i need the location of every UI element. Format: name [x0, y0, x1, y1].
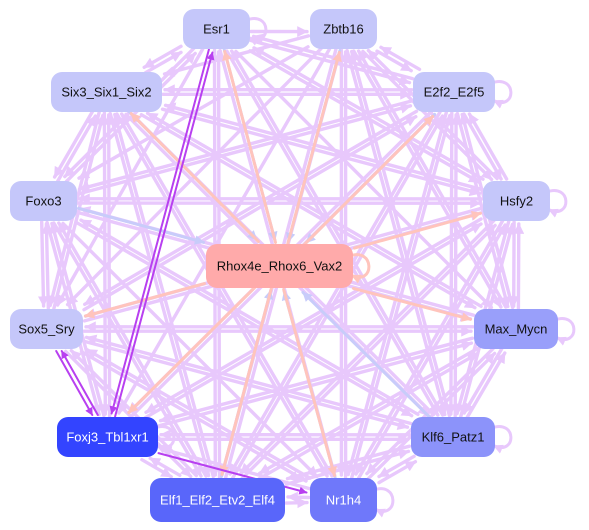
self-loop-hsfy2	[545, 189, 568, 218]
self-loops-layer	[153, 17, 576, 518]
node-klf6[interactable]: Klf6_Patz1	[411, 417, 495, 457]
edge-klf6-to-zbtb16	[348, 49, 452, 418]
edge-nr1h4-to-elf1	[286, 491, 311, 503]
edge-e2f2-to-sox5	[82, 109, 419, 306]
edge-sox5-to-foxj3	[55, 350, 94, 416]
edge-klf6-to-elf1	[285, 444, 412, 482]
node-foxo3[interactable]: Foxo3	[10, 181, 77, 221]
self-loop-klf6	[490, 425, 513, 454]
edges-layer	[37, 26, 525, 509]
edge-sox5-to-foxo3	[41, 222, 53, 310]
node-box	[310, 9, 377, 49]
edge-rhox-to-hsfy2	[353, 210, 482, 250]
node-zbtb16[interactable]: Zbtb16	[310, 9, 377, 49]
node-box	[411, 417, 495, 457]
self-loop-esr1	[245, 17, 268, 46]
self-loop-foxj3	[153, 425, 176, 454]
edge-six3-to-max	[139, 112, 477, 310]
node-nr1h4[interactable]: Nr1h4	[310, 478, 377, 522]
edge-foxo3-to-six3	[56, 114, 98, 183]
node-foxj3[interactable]: Foxj3_Tbl1xr1	[57, 417, 158, 457]
self-loop-rhox	[348, 253, 371, 284]
edge-nr1h4-to-six3	[119, 112, 334, 478]
edge-rhox-to-sox5	[84, 282, 206, 319]
edge-sox5-to-six3	[52, 113, 106, 311]
edge-sox5-to-e2f2	[82, 114, 418, 312]
edge-nr1h4-to-max	[366, 351, 497, 481]
edge-e2f2-to-elf1	[228, 110, 442, 476]
edge-nr1h4-to-klf6	[377, 460, 418, 485]
edge-rhox-to-zbtb16	[286, 51, 342, 245]
node-esr1[interactable]: Esr1	[183, 9, 250, 49]
edge-hsfy2-to-e2f2	[467, 112, 509, 181]
node-box	[10, 181, 77, 221]
edge-foxo3-to-sox5	[37, 220, 49, 308]
edge-nr1h4-to-sox5	[85, 348, 312, 480]
node-hsfy2[interactable]: Hsfy2	[483, 181, 550, 221]
edge-foxj3-to-hsfy2	[143, 222, 483, 420]
edge-klf6-to-nr1h4	[377, 454, 416, 479]
edge-rhox-to-six3	[129, 112, 260, 244]
edge-elf1-to-e2f2	[230, 114, 445, 480]
node-max[interactable]: Max_Mycn	[474, 309, 558, 349]
edge-max-to-foxj3	[158, 336, 475, 424]
edge-klf6-to-max	[465, 351, 507, 419]
edge-esr1-to-e2f2	[248, 38, 412, 86]
node-sox5[interactable]: Sox5_Sry	[10, 309, 83, 349]
edge-zbtb16-to-foxj3	[117, 47, 332, 415]
edge-foxj3-to-esr1	[114, 51, 215, 418]
self-loop-e2f2	[490, 80, 513, 109]
edge-rhox-to-max	[352, 286, 472, 322]
edge-foxo3-to-rhox	[77, 206, 205, 245]
edge-foxj3-to-six3	[103, 113, 115, 418]
edge-e2f2-to-zbtb16	[379, 45, 422, 72]
edge-klf6-to-esr1	[229, 49, 445, 417]
edge-klf6-to-foxo3	[79, 218, 420, 416]
node-box	[310, 478, 377, 522]
edge-esr1-to-six3	[142, 44, 183, 70]
node-e2f2[interactable]: E2f2_E2f5	[413, 72, 495, 112]
edge-nr1h4-to-e2f2	[350, 113, 453, 480]
edge-six3-to-esr1	[143, 50, 183, 75]
node-box	[474, 309, 558, 349]
edge-max-to-six3	[145, 111, 483, 308]
node-box	[51, 72, 162, 112]
node-box	[206, 244, 353, 288]
edge-foxj3-to-elf1	[140, 458, 173, 479]
node-box	[150, 478, 285, 522]
node-box	[483, 181, 550, 221]
edge-foxj3-to-max	[157, 340, 474, 428]
node-rhox[interactable]: Rhox4e_Rhox6_Vax2	[206, 244, 353, 288]
edge-nr1h4-to-hsfy2	[357, 223, 507, 480]
edge-rhox-to-nr1h4	[282, 288, 337, 477]
edge-nr1h4-to-foxj3	[159, 446, 312, 491]
edge-klf6-to-sox5	[84, 334, 413, 426]
edge-hsfy2-to-nr1h4	[354, 219, 505, 476]
node-box	[57, 417, 158, 457]
node-six3[interactable]: Six3_Six1_Six2	[51, 72, 162, 112]
edge-elf1-to-hsfy2	[240, 223, 497, 481]
node-box	[183, 9, 250, 49]
edge-esr1-to-foxj3	[109, 48, 210, 415]
edge-hsfy2-to-foxj3	[144, 217, 483, 414]
edge-rhox-to-esr1	[222, 50, 277, 244]
edge-e2f2-to-foxo3	[77, 99, 414, 192]
edge-rhox-to-elf1	[219, 287, 273, 476]
edge-foxj3-to-sox5	[60, 350, 99, 416]
edge-rhox-to-foxj3	[127, 286, 257, 415]
node-elf1[interactable]: Elf1_Elf2_Etv2_Elf4	[150, 478, 285, 522]
node-box	[10, 309, 83, 349]
edge-foxo3-to-klf6	[75, 221, 414, 418]
edge-elf1-to-foxj3	[148, 456, 182, 477]
edge-rhox-to-e2f2	[302, 114, 435, 246]
self-loop-max	[553, 317, 576, 346]
edge-elf1-to-nr1h4	[284, 497, 309, 509]
self-loop-nr1h4	[372, 487, 395, 518]
edge-klf6-to-rhox	[301, 290, 432, 419]
node-box	[413, 72, 495, 112]
edge-esr1-to-klf6	[225, 49, 440, 417]
